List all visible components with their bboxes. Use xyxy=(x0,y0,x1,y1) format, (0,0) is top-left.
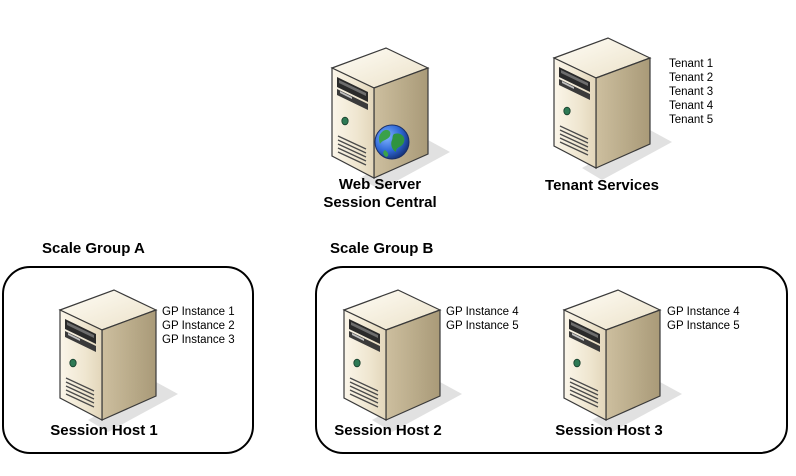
session-host-2-instances: GP Instance 4 GP Instance 5 xyxy=(446,305,519,333)
gp-instance: GP Instance 4 xyxy=(667,306,740,318)
session-host-1-instances: GP Instance 1 GP Instance 2 GP Instance … xyxy=(162,305,235,347)
session-host-1-label: Session Host 1 xyxy=(50,422,158,439)
web-server-label: Web Server Session Central xyxy=(323,176,437,211)
session-host-2-icon xyxy=(343,289,463,433)
gp-instance: GP Instance 3 xyxy=(162,334,235,346)
tenant-item: Tenant 2 xyxy=(669,72,714,84)
scale-group-b-title: Scale Group B xyxy=(330,240,434,257)
gp-instance: GP Instance 5 xyxy=(446,320,519,332)
gp-instance: GP Instance 4 xyxy=(446,306,519,318)
session-host-1-icon xyxy=(59,289,179,433)
session-host-3-instances: GP Instance 4 GP Instance 5 xyxy=(667,305,740,333)
web-server-icon xyxy=(331,47,451,191)
gp-instance: GP Instance 2 xyxy=(162,320,235,332)
scale-group-a-title: Scale Group A xyxy=(42,240,145,257)
tenant-item: Tenant 4 xyxy=(669,100,714,112)
tenant-services-label: Tenant Services xyxy=(545,177,659,194)
tenant-list: Tenant 1 Tenant 2 Tenant 3 Tenant 4 Tena… xyxy=(669,57,713,127)
tenant-server-icon xyxy=(553,37,673,181)
gp-instance: GP Instance 5 xyxy=(667,320,740,332)
scale-group-a-box xyxy=(2,266,254,454)
tenant-item: Tenant 5 xyxy=(669,114,714,126)
session-host-3-icon xyxy=(563,289,683,433)
tenant-item: Tenant 1 xyxy=(669,58,714,70)
scale-group-b-box xyxy=(315,266,788,454)
session-host-3-label: Session Host 3 xyxy=(555,422,663,439)
tenant-item: Tenant 3 xyxy=(669,86,714,98)
session-host-2-label: Session Host 2 xyxy=(334,422,442,439)
globe-icon xyxy=(374,124,410,160)
gp-instance: GP Instance 1 xyxy=(162,306,235,318)
